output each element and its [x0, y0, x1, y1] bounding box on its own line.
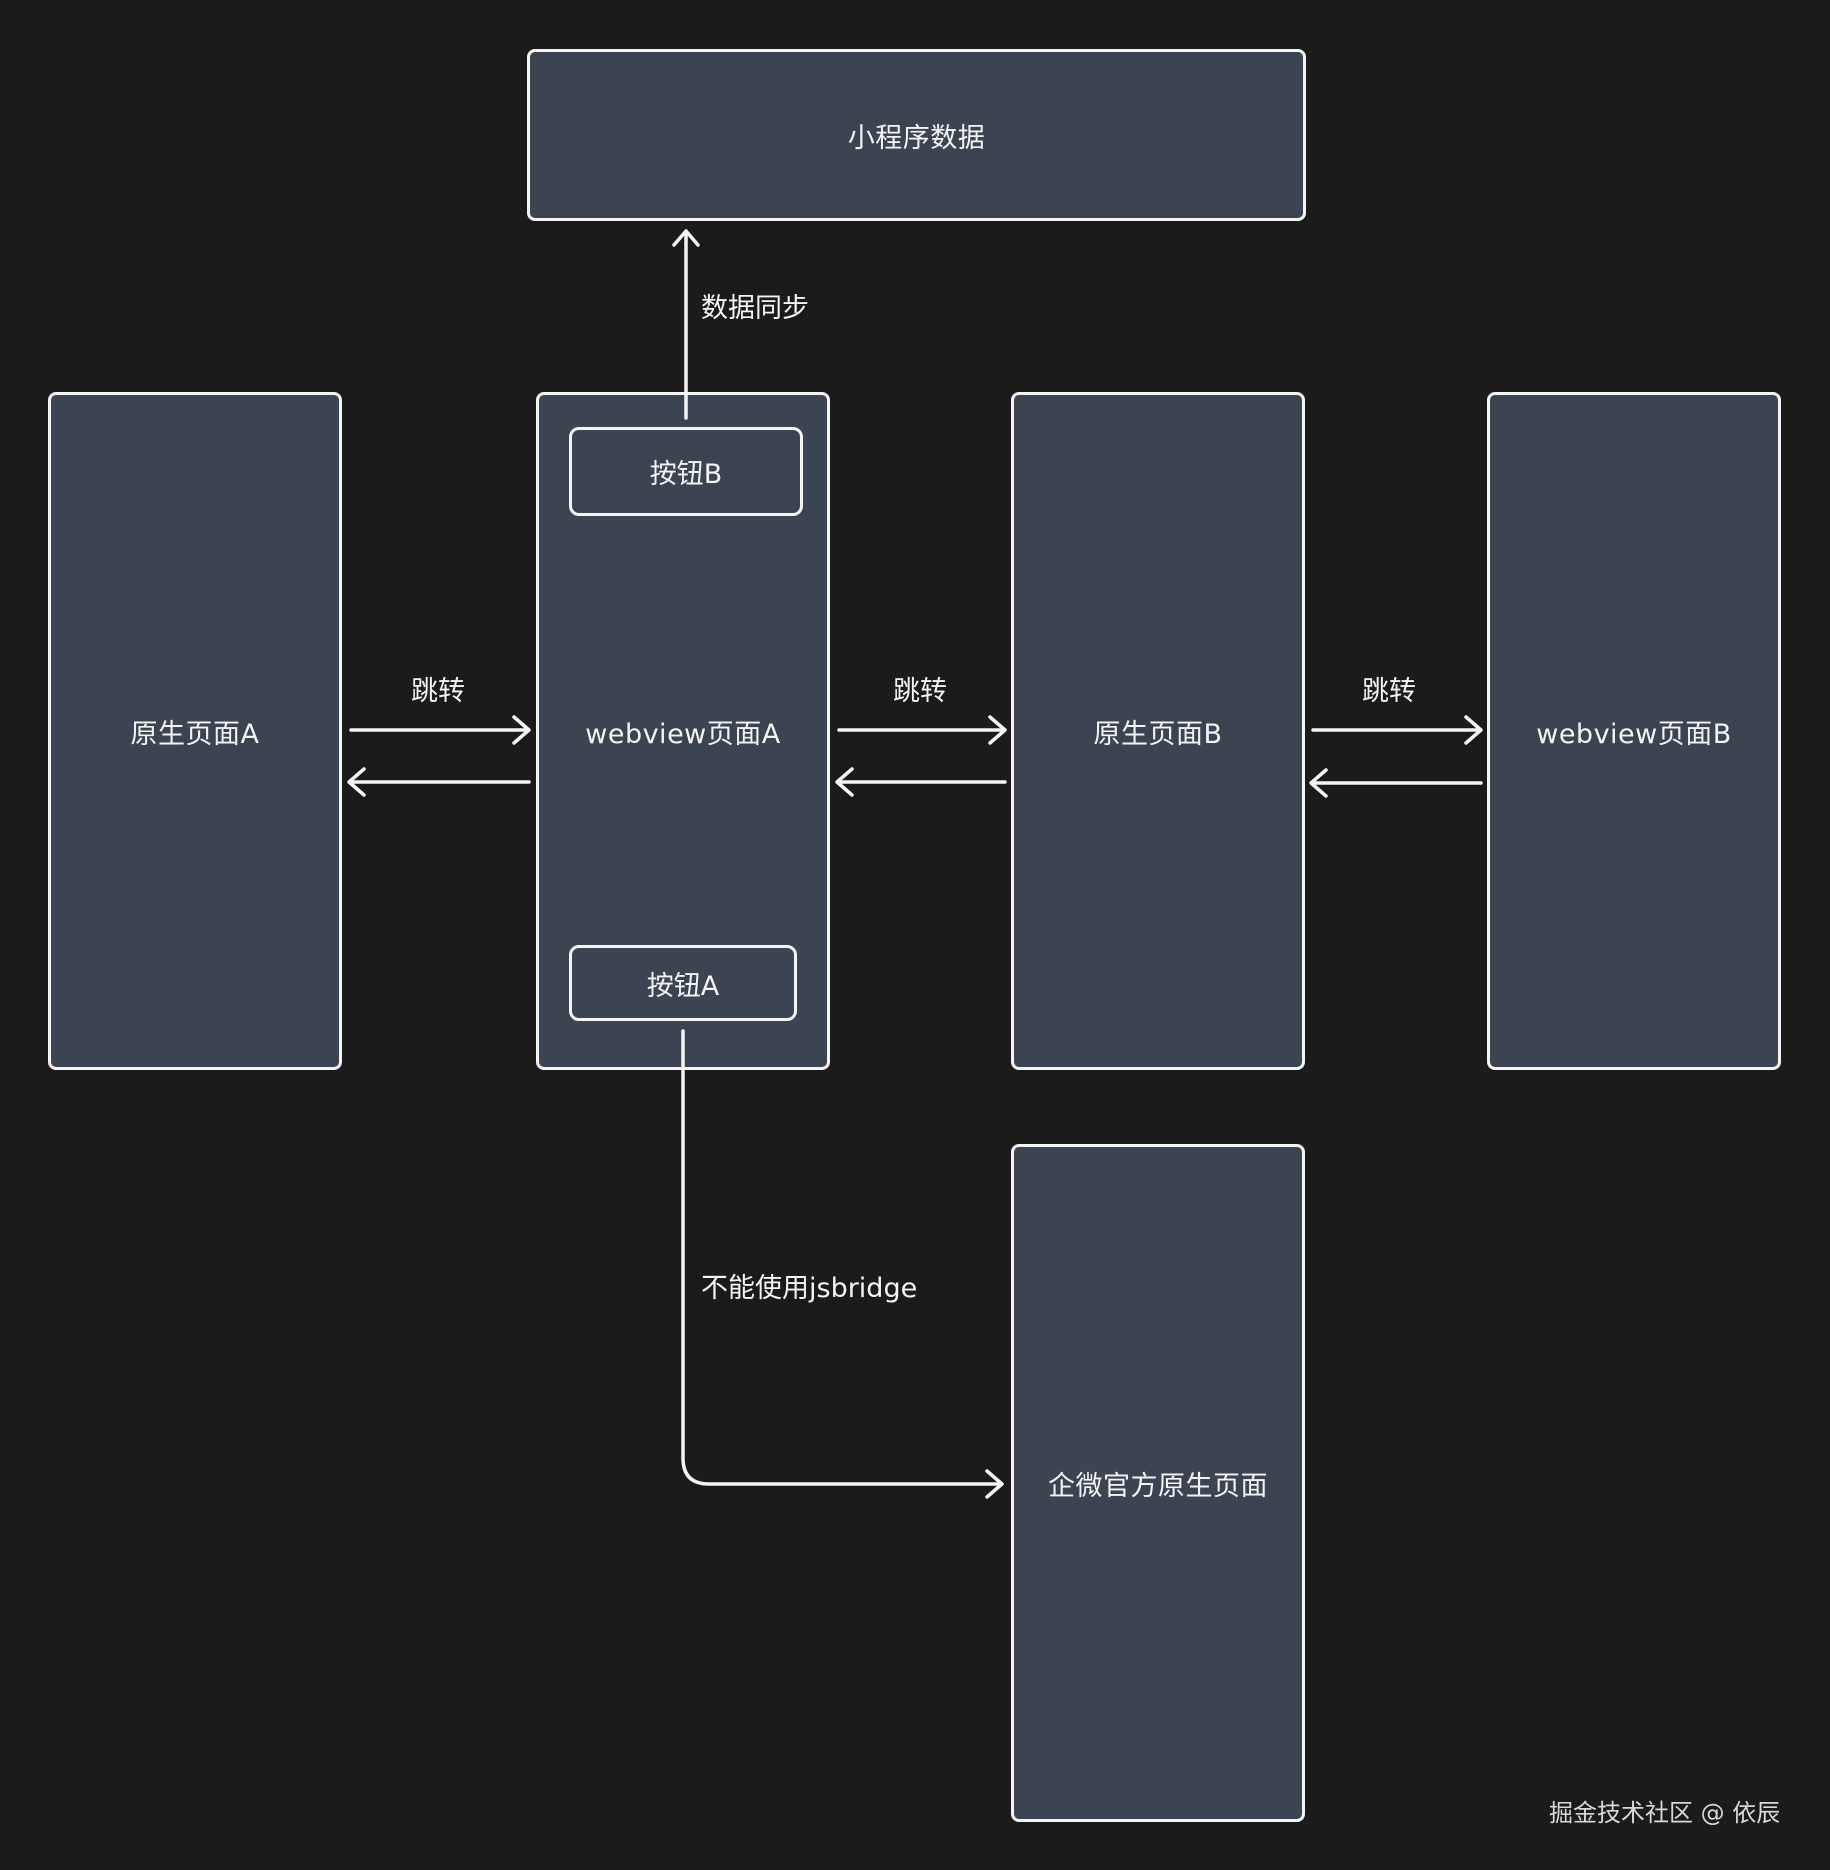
edge-label-data-sync: 数据同步 — [701, 293, 809, 324]
button-label: 按钮A — [646, 970, 720, 1002]
node-label: 原生页面B — [1093, 718, 1223, 750]
node-wecom-native-page: 企微官方原生页面 — [1011, 1144, 1305, 1822]
button-b: 按钮B — [569, 427, 803, 516]
arrowhead-right-icon — [988, 715, 1007, 745]
button-label: 按钮B — [649, 459, 723, 490]
edge-no-jsbridge — [681, 1029, 1002, 1486]
node-label: 企微官方原生页面 — [1048, 1470, 1268, 1502]
arrowhead-right-icon — [512, 715, 531, 745]
edge-label-jump-1: 跳转 — [411, 676, 465, 707]
arrowhead-right-icon — [985, 1469, 1004, 1499]
node-native-page-a: 原生页面A — [48, 392, 342, 1070]
arrowhead-right-icon — [1464, 715, 1483, 745]
arrowhead-up-icon — [672, 229, 700, 247]
edge-label-jump-3: 跳转 — [1362, 676, 1416, 707]
node-native-page-b: 原生页面B — [1011, 392, 1305, 1070]
node-label: webview页面A — [585, 718, 781, 750]
watermark: 掘金技术社区 @ 依辰 — [1549, 1799, 1781, 1827]
edge-label-jump-2: 跳转 — [893, 676, 947, 707]
button-a: 按钮A — [569, 945, 797, 1021]
arrowhead-left-icon — [835, 767, 854, 797]
arrowhead-left-icon — [1309, 768, 1328, 798]
edge-label-no-jsbridge: 不能使用jsbridge — [701, 1273, 918, 1304]
node-label: 原生页面A — [130, 718, 260, 750]
node-mini-program-data: 小程序数据 — [527, 49, 1306, 221]
arrowhead-left-icon — [347, 767, 366, 797]
node-webview-page-b: webview页面B — [1487, 392, 1781, 1070]
node-label: webview页面B — [1536, 718, 1732, 750]
node-label: 小程序数据 — [847, 122, 986, 154]
